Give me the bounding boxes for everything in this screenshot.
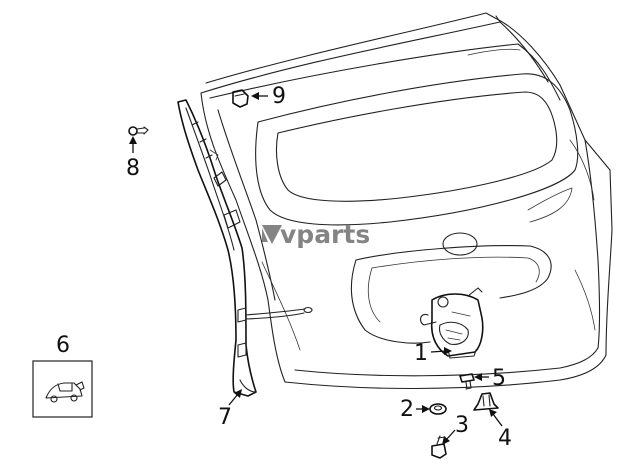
callout-6: 6 [56,333,70,358]
callout-label-6: 6 [56,333,70,358]
callout-label-8: 8 [126,156,140,181]
callout-7: 7 [218,389,242,430]
callout-8: 8 [126,136,140,181]
callout-9: 9 [251,84,286,109]
callout-label-9: 9 [272,84,286,109]
callout-label-4: 4 [498,426,512,451]
license-garnish [261,232,596,351]
vparts-logo-icon [262,225,282,244]
liftgate-outline [200,12,613,390]
latch-assembly [419,287,484,359]
part-2-nut [429,403,447,415]
watermark-text: vparts [280,220,370,249]
callout-label-2: 2 [400,397,414,422]
callout-5: 5 [474,366,506,391]
part-8-screw [128,126,149,136]
rear-window [255,48,595,226]
callout-label-5: 5 [492,366,506,391]
callout-label-1: 1 [414,341,428,366]
side-trim-strip [177,99,313,397]
callout-2: 2 [400,397,430,422]
part-5-pin [459,373,475,390]
part-4-bracket [473,392,499,411]
part-6-inset-box [32,360,93,418]
callout-label-7: 7 [218,405,232,430]
callout-3: 3 [442,413,469,445]
callout-label-3: 3 [455,413,469,438]
vparts-watermark: vparts [262,220,370,249]
part-9-clip [232,89,249,108]
callout-4: 4 [489,409,512,451]
callout-1: 1 [414,341,452,366]
